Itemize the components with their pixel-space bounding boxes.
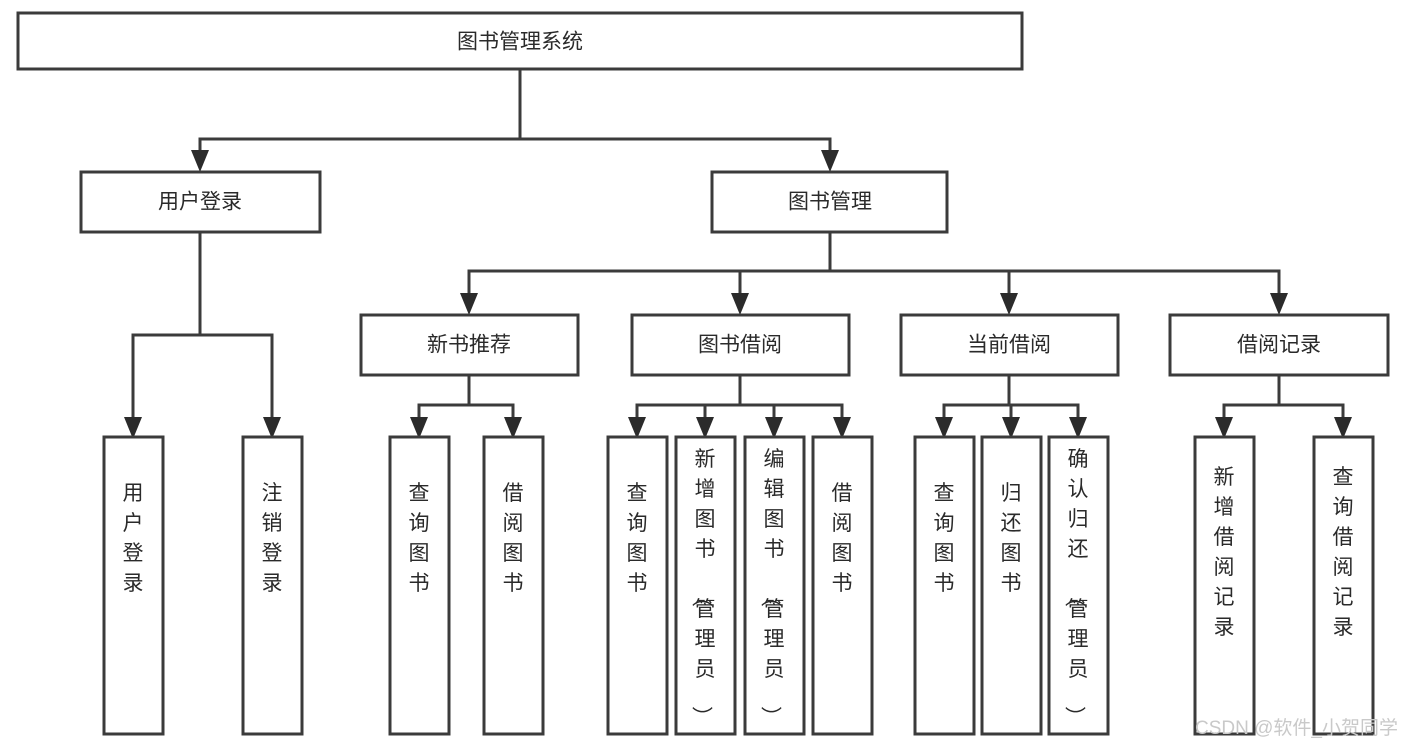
node-new-book-recommend-box[interactable]: [359, 313, 580, 377]
node-leaf-add-book[interactable]: 新增图书（管理员）: [674, 435, 737, 736]
node-leaf-confirm-return[interactable]: 确认归还（管理员）: [1047, 435, 1110, 736]
arrow-to-borrow-record: [1270, 293, 1288, 315]
node-borrow-record-box[interactable]: [1168, 313, 1390, 377]
arrow-to-book-borrow: [731, 293, 749, 315]
arrow-to-new-book-recommend: [460, 293, 478, 315]
node-leaf-return-book-label: 归还图书: [1001, 482, 1022, 595]
node-current-borrow-label: 当前借阅: [967, 334, 1051, 357]
node-new-book-recommend[interactable]: 新书推荐: [359, 313, 580, 377]
node-leaf-add-record-box[interactable]: [1193, 435, 1256, 736]
node-root-box[interactable]: [16, 11, 1024, 71]
node-leaf-add-book-label: 新增图书（管理员）: [690, 448, 716, 727]
node-leaf-borrow-book-2-box[interactable]: [811, 435, 874, 736]
arrow-to-user-login: [191, 150, 209, 172]
node-leaf-query-book-3-label: 查询图书: [934, 482, 955, 595]
node-book-manage[interactable]: 图书管理: [710, 170, 949, 234]
node-current-borrow[interactable]: 当前借阅: [899, 313, 1120, 377]
node-leaf-logout[interactable]: 注销登录: [241, 435, 304, 736]
node-leaf-query-book-2-label: 查询图书: [627, 482, 648, 595]
node-root-label: 图书管理系统: [457, 31, 583, 54]
arrow-to-book-manage: [821, 150, 839, 172]
node-user-login-box[interactable]: [79, 170, 322, 234]
node-leaf-borrow-book-2[interactable]: 借阅图书: [811, 435, 874, 736]
node-leaf-query-record-box[interactable]: [1312, 435, 1375, 736]
node-leaf-query-book-1-box[interactable]: [388, 435, 451, 736]
node-leaf-query-book-1-label: 查询图书: [409, 482, 430, 595]
node-leaf-query-record-label: 查询借阅记录: [1333, 466, 1354, 639]
node-book-borrow-label: 图书借阅: [698, 334, 782, 357]
node-user-login-label: 用户登录: [158, 191, 242, 214]
node-leaf-query-record[interactable]: 查询借阅记录: [1312, 435, 1375, 736]
node-root[interactable]: 图书管理系统: [16, 11, 1024, 71]
node-borrow-record[interactable]: 借阅记录: [1168, 313, 1390, 377]
connector-layer: [124, 67, 1352, 439]
node-leaf-add-book-box[interactable]: [674, 435, 737, 736]
node-book-manage-box[interactable]: [710, 170, 949, 234]
node-current-borrow-box[interactable]: [899, 313, 1120, 377]
node-leaf-user-login-box[interactable]: [102, 435, 165, 736]
node-leaf-user-login-label: 用户登录: [123, 482, 144, 595]
csdn-watermark: CSDN @软件_小贺同学: [1195, 717, 1398, 739]
node-leaf-logout-label: 注销登录: [262, 482, 283, 595]
node-book-borrow[interactable]: 图书借阅: [630, 313, 851, 377]
node-leaf-edit-book[interactable]: 编辑图书（管理员）: [743, 435, 806, 736]
node-leaf-add-record-label: 新增借阅记录: [1214, 466, 1235, 639]
node-leaf-add-record[interactable]: 新增借阅记录: [1193, 435, 1256, 736]
node-leaf-borrow-book-1-label: 借阅图书: [503, 482, 524, 595]
node-leaf-confirm-return-label: 确认归还（管理员）: [1063, 448, 1089, 727]
node-leaf-query-book-1[interactable]: 查询图书: [388, 435, 451, 736]
node-new-book-recommend-label: 新书推荐: [427, 334, 511, 357]
node-leaf-return-book[interactable]: 归还图书: [980, 435, 1043, 736]
node-leaf-confirm-return-box[interactable]: [1047, 435, 1110, 736]
node-leaf-edit-book-box[interactable]: [743, 435, 806, 736]
node-leaf-query-book-3-box[interactable]: [913, 435, 976, 736]
node-book-borrow-box[interactable]: [630, 313, 851, 377]
node-user-login[interactable]: 用户登录: [79, 170, 322, 234]
node-book-manage-label: 图书管理: [788, 191, 872, 214]
node-leaf-borrow-book-1-box[interactable]: [482, 435, 545, 736]
arrow-to-current-borrow: [1000, 293, 1018, 315]
node-leaf-query-book-2[interactable]: 查询图书: [606, 435, 669, 736]
node-leaf-user-login[interactable]: 用户登录: [102, 435, 165, 736]
node-leaf-edit-book-label: 编辑图书（管理员）: [759, 448, 785, 727]
node-leaf-borrow-book-2-label: 借阅图书: [832, 482, 853, 595]
node-leaf-logout-box[interactable]: [241, 435, 304, 736]
node-leaf-query-book-3[interactable]: 查询图书: [913, 435, 976, 736]
node-borrow-record-label: 借阅记录: [1237, 334, 1321, 357]
node-leaf-borrow-book-1[interactable]: 借阅图书: [482, 435, 545, 736]
node-leaf-return-book-box[interactable]: [980, 435, 1043, 736]
node-leaf-query-book-2-box[interactable]: [606, 435, 669, 736]
